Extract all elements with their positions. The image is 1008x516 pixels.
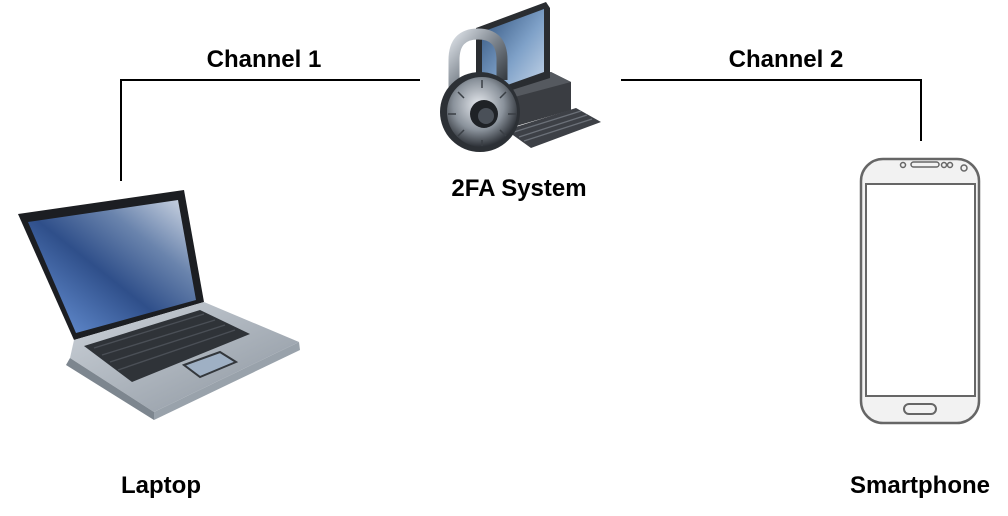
channel-1-label: Channel 1 <box>206 46 322 73</box>
laptop-label: Laptop <box>121 472 201 499</box>
smartphone-icon[interactable] <box>858 156 982 426</box>
channel-1-connector[interactable] <box>120 79 420 181</box>
locked-computer-icon[interactable] <box>436 0 606 162</box>
channel-2-connector[interactable] <box>621 79 922 141</box>
laptop-icon[interactable] <box>14 190 306 422</box>
2fa-system-label: 2FA System <box>451 175 587 202</box>
channel-2-label: Channel 2 <box>728 46 844 73</box>
smartphone-label: Smartphone <box>849 472 991 499</box>
